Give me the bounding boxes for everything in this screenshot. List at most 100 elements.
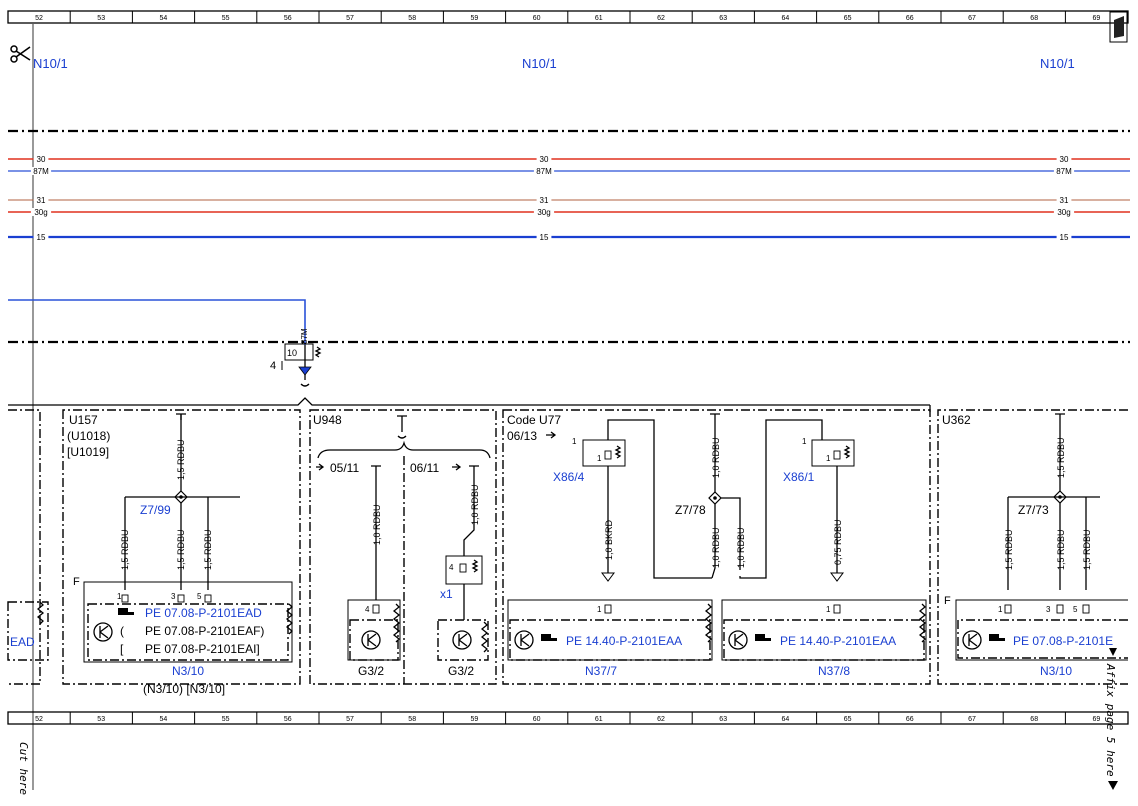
u157-feed-tap (176, 413, 186, 420)
n310-alt-label: (N3/10) [N3/10] (143, 682, 225, 696)
x861-pin-outer: 1 (802, 437, 807, 446)
splice-z799-label: Z7/99 (140, 503, 171, 517)
ruler-number: 55 (222, 716, 230, 723)
n310-inner-frame (87, 603, 289, 661)
x861-pin-inner: 1 (826, 454, 831, 463)
block-u948: U948 05/11 1,0 RDBU 06/11 1,0 RDBU 4 x1 … (309, 409, 497, 685)
x1-zigzag (471, 559, 479, 573)
x861-label: X86/1 (783, 470, 815, 484)
left-fragment-ref: EAD (10, 635, 35, 649)
bus-label-bg (1053, 208, 1075, 216)
n378-inner (723, 619, 925, 661)
splice-z773-label: Z7/73 (1018, 503, 1049, 517)
n377-pe-ref: PE 14.40-P-2101EAA (566, 634, 682, 648)
g32-left-outer (347, 599, 401, 661)
scissors-icon (10, 45, 31, 63)
bus-label-15: 15 (540, 233, 549, 242)
ruler-number: 67 (968, 716, 976, 723)
x861-zigzag (843, 445, 851, 459)
bus-label-30: 30 (37, 155, 46, 164)
u157-sub2: [U1019] (67, 445, 109, 459)
pe-ref-eai: PE 07.08-P-2101EAI] (145, 642, 260, 656)
u362-n310-inner (957, 619, 1128, 659)
x864-wires (607, 419, 712, 579)
u948-variant-brace (317, 440, 491, 459)
block-u362-frame (937, 409, 1128, 685)
ruler-number: 69 (1093, 15, 1101, 22)
affix-arrow-bottom-icon (1108, 781, 1118, 790)
u948-title: U948 (313, 413, 342, 427)
x864-socket (604, 450, 612, 460)
g32-right-inner (437, 619, 489, 661)
ruler-number: 56 (284, 716, 292, 723)
u157-frame-marker: F (73, 576, 80, 588)
x864-pin-outer: 1 (572, 437, 577, 446)
z778-branch2-label: 1,0 RDBU (736, 527, 746, 568)
g32-right-zigzag (480, 621, 489, 653)
n377-arrow-icon (601, 572, 615, 582)
u157-pin1-socket (121, 594, 129, 603)
n310-label: N3/10 (172, 664, 204, 678)
u157-pin3-socket (177, 594, 185, 603)
block-code-u77-frame (502, 409, 931, 685)
bus-label-bg (533, 167, 555, 175)
pe-ref-ead: PE 07.08-P-2101EAD (145, 606, 262, 620)
n378-sensor-icon (728, 630, 748, 650)
feed-zigzag (314, 346, 322, 358)
ruler-number: 56 (284, 15, 292, 22)
bus-label-30g: 30g (34, 208, 47, 217)
ruler-number: 66 (906, 15, 914, 22)
feed-wire-87m (8, 299, 306, 345)
u362-branch-wires (1007, 496, 1100, 590)
x864-wire-label: 1,0 BKRD (604, 519, 614, 560)
n377-socket (604, 604, 612, 614)
u157-branch1-label: 1,5 RDBU (120, 529, 130, 570)
ruler-number: 65 (844, 716, 852, 723)
ruler-number: 68 (1030, 15, 1038, 22)
ruler-number: 58 (408, 15, 416, 22)
n377-pin: 1 (597, 605, 602, 614)
ruler-number: 53 (97, 15, 105, 22)
u157-pin5-socket (204, 594, 212, 603)
u157-feed-label: 1,5 RDBU (176, 439, 186, 480)
pe-ref-eai-bracket: [ (120, 642, 124, 656)
ruler-number: 60 (533, 15, 541, 22)
u362-branch3-label: 1,5 RDBU (1082, 529, 1092, 570)
x1-socket (459, 563, 467, 573)
n378-socket (833, 604, 841, 614)
n378-outer (721, 599, 927, 661)
block-u157: U157 (U1018) [U1019] 1,5 RDBU Z7/99 1,5 … (7, 409, 301, 696)
ruler-number: 54 (160, 15, 168, 22)
u362-pin5: 5 (1073, 605, 1078, 614)
g32-right-wire-label: 1,0 RDBU (470, 484, 480, 525)
main-brace (8, 397, 930, 406)
bus-label-30: 30 (1060, 155, 1069, 164)
bus-label-87m: 87M (33, 167, 49, 176)
feed-connector (284, 343, 314, 361)
affix-arrow-top-icon (1109, 648, 1117, 656)
x864-connector (582, 439, 626, 467)
splice-z778-dot (713, 496, 717, 500)
ruler-number: 57 (346, 15, 354, 22)
n377-inner (509, 619, 711, 661)
ruler-number: 63 (719, 15, 727, 22)
ruler-number: 62 (657, 716, 665, 723)
x861-socket (833, 450, 841, 460)
z778-branches (711, 419, 823, 579)
bus-label-bg (533, 208, 555, 216)
n310-sensor-icon (93, 622, 113, 642)
n378-arrow-icon (830, 572, 844, 582)
bus-label-bg (33, 155, 49, 163)
pe-ref-eaf-bracket: ( (120, 624, 124, 638)
g32-left-sensor-icon (361, 630, 381, 650)
n377-sensor-icon (514, 630, 534, 650)
ruler-number: 57 (346, 716, 354, 723)
cut-here-label: Cut here (17, 742, 30, 795)
n377-zigzag (704, 603, 713, 643)
feed-pin-b: 4 (270, 360, 276, 372)
variant-0611-label: 06/11 (410, 461, 439, 475)
x864-zigzag (614, 445, 622, 459)
